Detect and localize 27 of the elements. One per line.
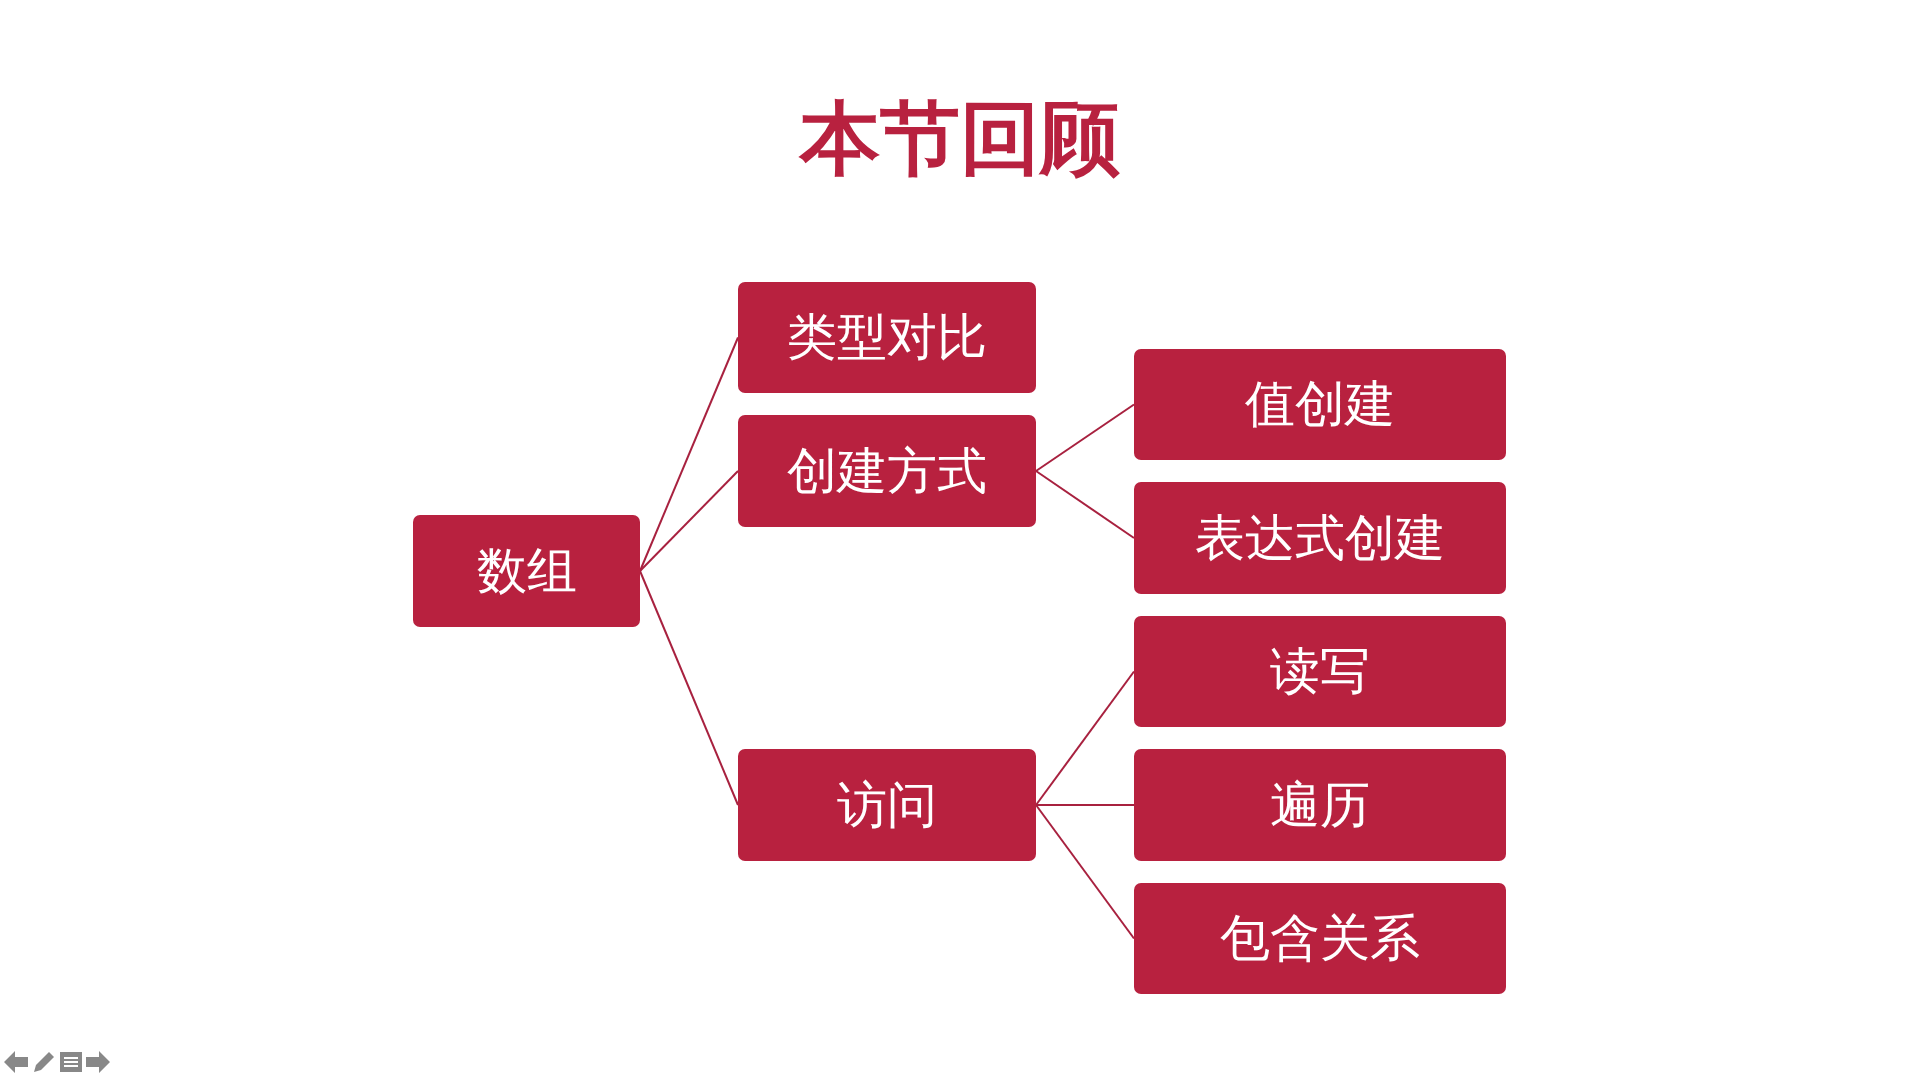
topic-box xyxy=(738,415,1036,527)
connector-line xyxy=(1035,670,1135,806)
topic-box xyxy=(738,749,1036,861)
topic-label: 类型对比 xyxy=(787,310,987,365)
topic-label: 包含关系 xyxy=(1220,911,1420,966)
connector-line xyxy=(639,336,739,572)
topic-box xyxy=(1134,883,1506,994)
topic-box xyxy=(413,515,640,627)
topic-label: 访问 xyxy=(837,777,937,833)
connector-line xyxy=(639,470,739,572)
connector-line xyxy=(1035,804,1135,806)
topic-label: 值创建 xyxy=(1245,377,1395,432)
topic-box xyxy=(1134,616,1506,727)
topic-label: 读写 xyxy=(1270,644,1370,699)
topic-box xyxy=(738,282,1036,393)
topic-box xyxy=(1134,349,1506,460)
connector-line xyxy=(1035,403,1135,472)
connector-line xyxy=(1035,470,1135,539)
connector-line xyxy=(639,570,739,806)
connector-line xyxy=(1035,804,1135,940)
topic-box xyxy=(1134,749,1506,861)
slide-title: 本节回顾 xyxy=(798,95,1121,183)
topic-box xyxy=(1134,482,1506,594)
topic-label: 创建方式 xyxy=(787,443,987,499)
topic-label: 遍历 xyxy=(1270,777,1370,833)
topic-label: 表达式创建 xyxy=(1195,510,1445,566)
topic-label: 数组 xyxy=(476,543,577,599)
